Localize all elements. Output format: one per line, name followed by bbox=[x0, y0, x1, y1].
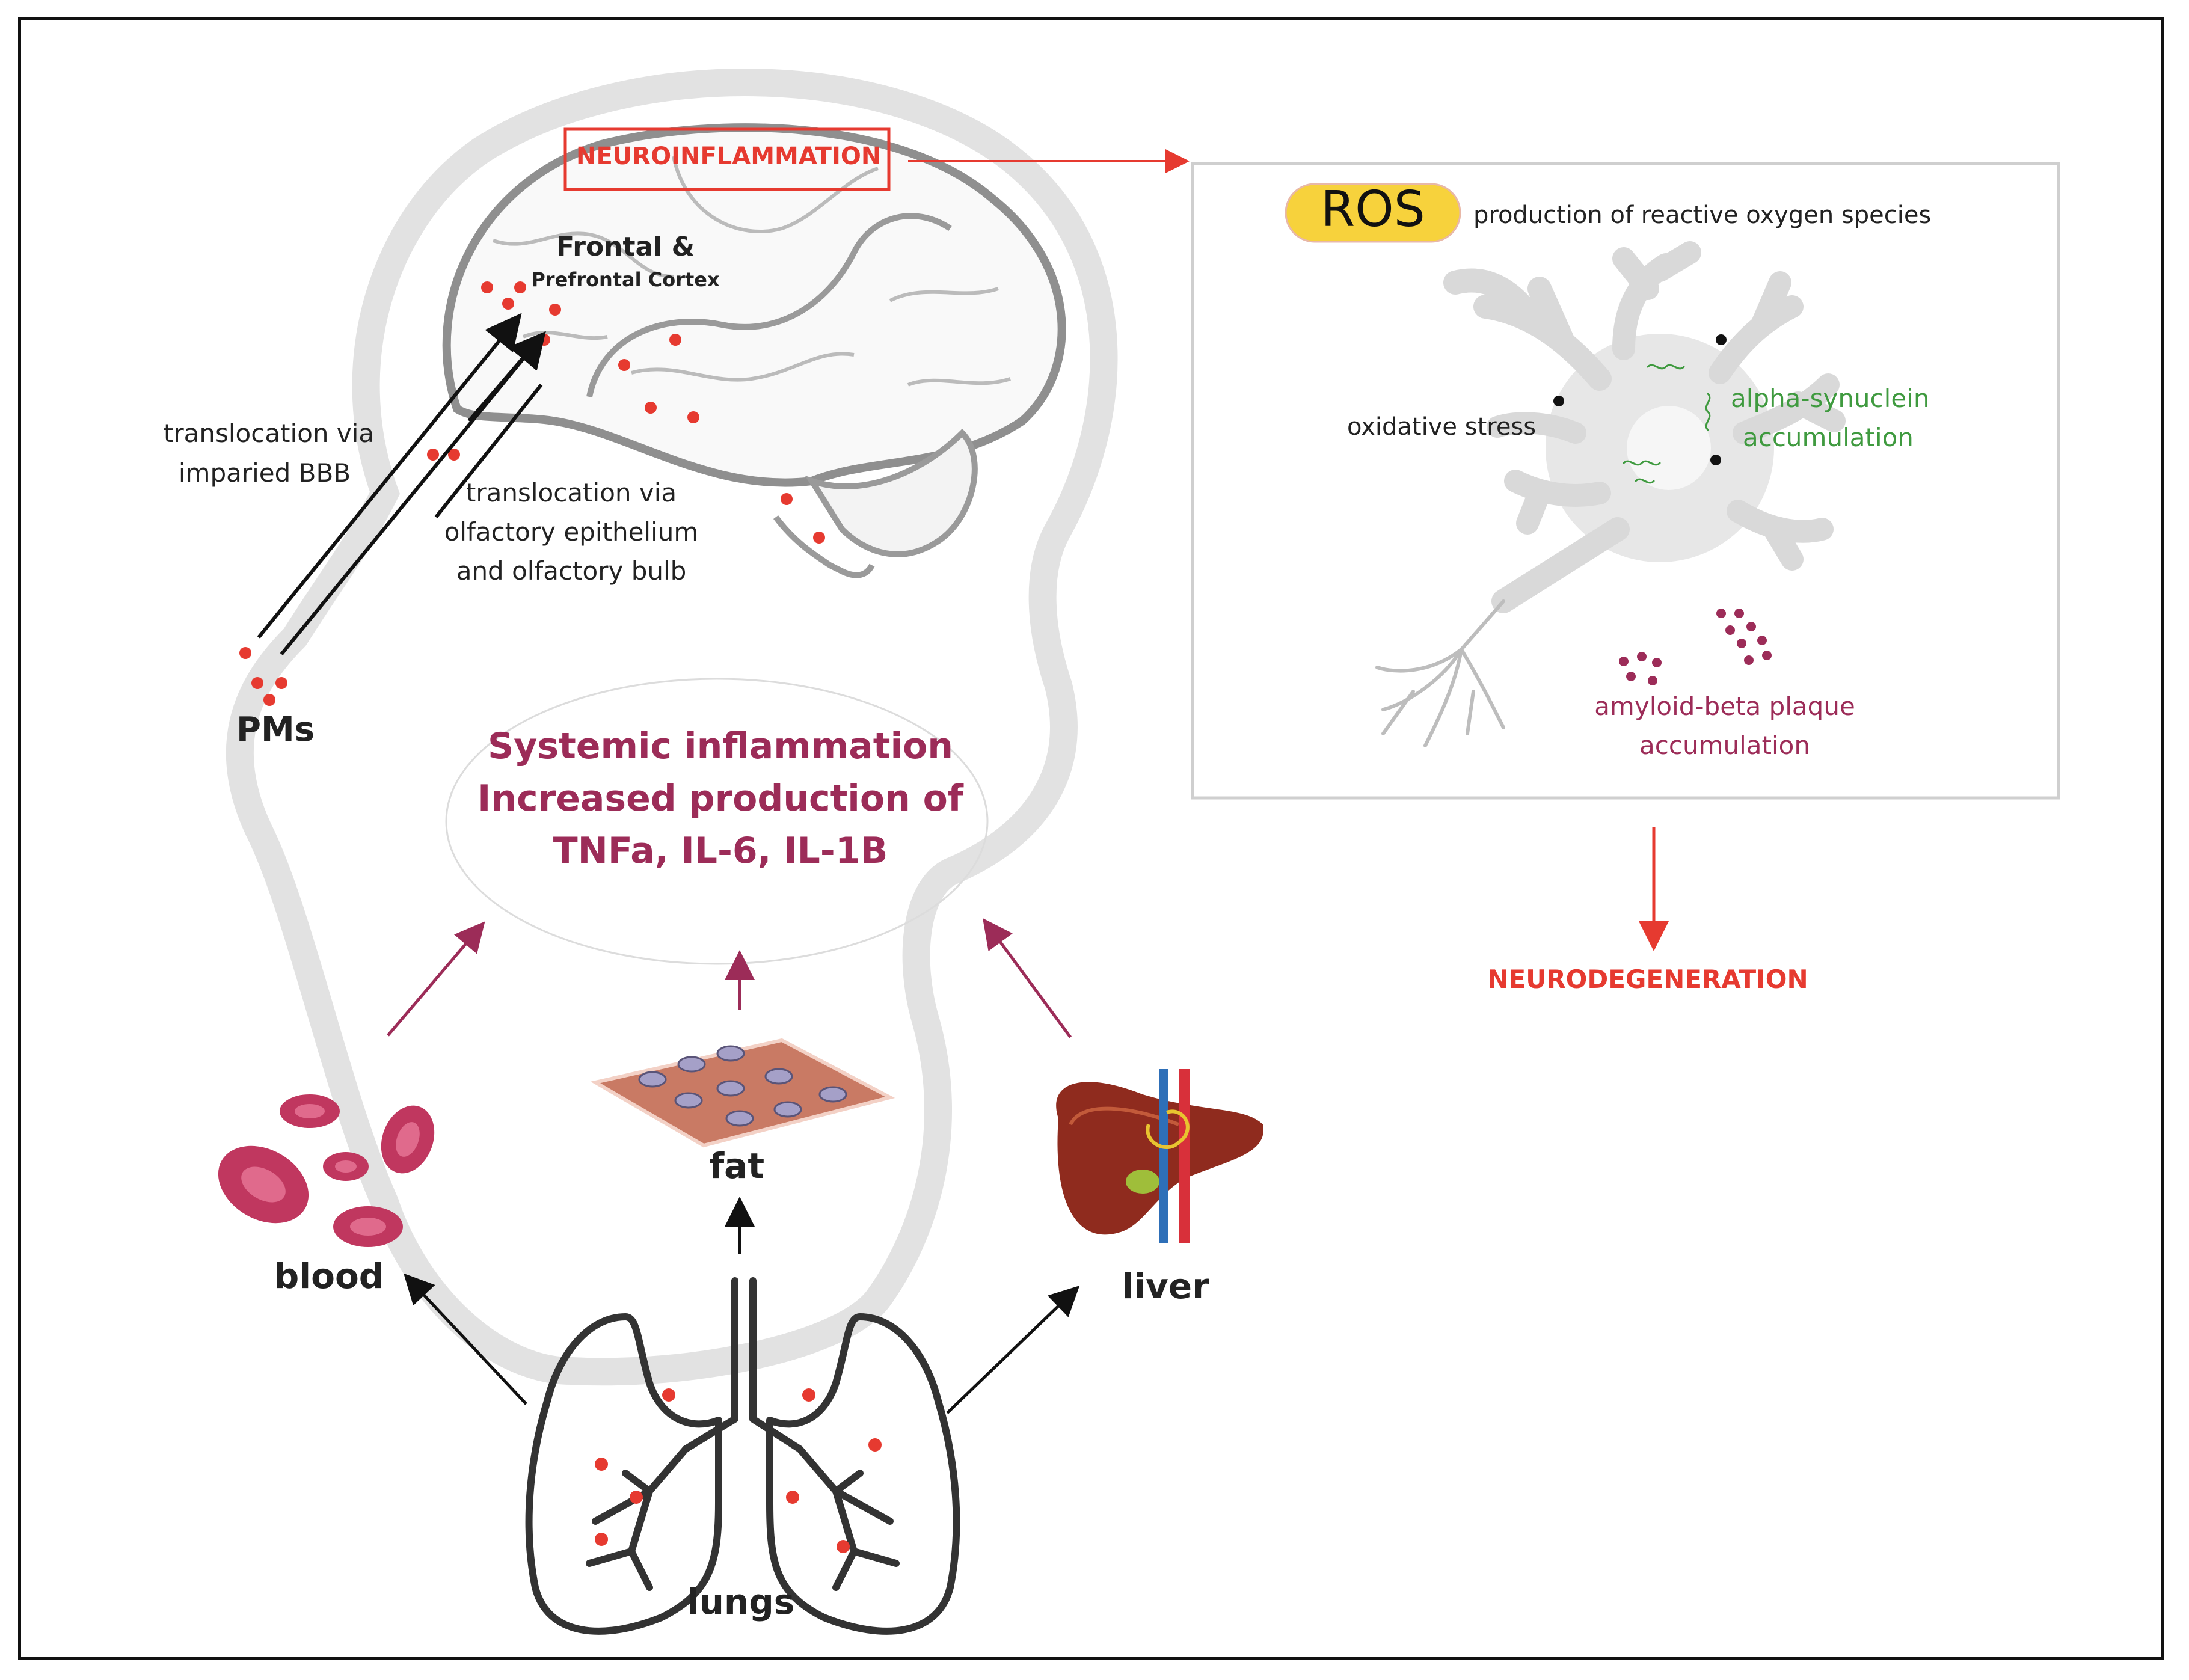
olfactory-label-line1: translocation via bbox=[465, 478, 677, 507]
liver-label: liver bbox=[1122, 1266, 1209, 1307]
olfactory-label-line3: and olfactory bulb bbox=[456, 556, 687, 586]
amyloid-label-line2: accumulation bbox=[1639, 731, 1810, 760]
bbb-label-line1: translocation via bbox=[163, 418, 375, 448]
alpha-synuclein-label-line2: accumulation bbox=[1743, 423, 1914, 452]
frontal-label-line1: Frontal & bbox=[556, 231, 695, 262]
lung-particles bbox=[595, 1388, 882, 1553]
pm-particles bbox=[239, 647, 287, 706]
amyloid-label-line1: amyloid-beta plaque bbox=[1594, 691, 1855, 721]
blood-to-inflammation-arrow bbox=[387, 921, 485, 1037]
bbb-translocation-arrow bbox=[257, 313, 522, 639]
lungs-icon bbox=[525, 1277, 960, 1635]
red-blood-cells-icon bbox=[218, 1094, 435, 1247]
frontal-label-line2: Prefrontal Cortex bbox=[531, 268, 720, 291]
ros-badge bbox=[1285, 183, 1461, 243]
lungs-label: lungs bbox=[687, 1581, 795, 1622]
olfactory-label-line2: olfactory epithelium bbox=[444, 517, 699, 547]
pms-label: PMs bbox=[236, 710, 315, 749]
head-silhouette-icon bbox=[226, 69, 1118, 1386]
oxidative-stress-label: oxidative stress bbox=[1347, 413, 1537, 441]
neuroinflammation-box bbox=[563, 127, 891, 191]
fat-tissue-icon bbox=[590, 1038, 895, 1148]
systemic-label-line3: TNFa, IL-6, IL-1B bbox=[553, 830, 888, 872]
blood-label: blood bbox=[274, 1255, 384, 1296]
lungs-to-blood-arrow bbox=[404, 1273, 527, 1405]
olfactory-arrow-3 bbox=[467, 331, 546, 422]
alpha-synuclein-label-line1: alpha-synuclein bbox=[1731, 384, 1930, 413]
ros-description: production of reactive oxygen species bbox=[1473, 201, 1932, 229]
amyloid-plaque-dots bbox=[1619, 609, 1772, 685]
lungs-to-liver-arrow bbox=[946, 1286, 1080, 1414]
systemic-inflammation-ellipse bbox=[445, 678, 989, 965]
neurodegeneration-label: NEURODEGENERATION bbox=[1487, 964, 1808, 994]
liver-icon bbox=[1056, 1069, 1263, 1243]
systemic-label-line2: Increased production of bbox=[477, 777, 964, 820]
systemic-label-line1: Systemic inflammation bbox=[488, 725, 953, 767]
liver-to-inflammation-arrow bbox=[983, 918, 1072, 1038]
neuron-icon bbox=[1375, 241, 1846, 747]
brain-particles bbox=[427, 281, 825, 544]
bbb-label-line2: imparied BBB bbox=[178, 458, 351, 488]
brain-icon bbox=[442, 123, 1066, 578]
ros-label: ROS bbox=[1321, 181, 1425, 238]
olfactory-arrow-2 bbox=[434, 384, 543, 518]
neuroinflammation-label: NEUROINFLAMMATION bbox=[576, 143, 882, 170]
fat-label: fat bbox=[708, 1145, 765, 1186]
oxidative-stress-dots bbox=[1553, 334, 1727, 465]
